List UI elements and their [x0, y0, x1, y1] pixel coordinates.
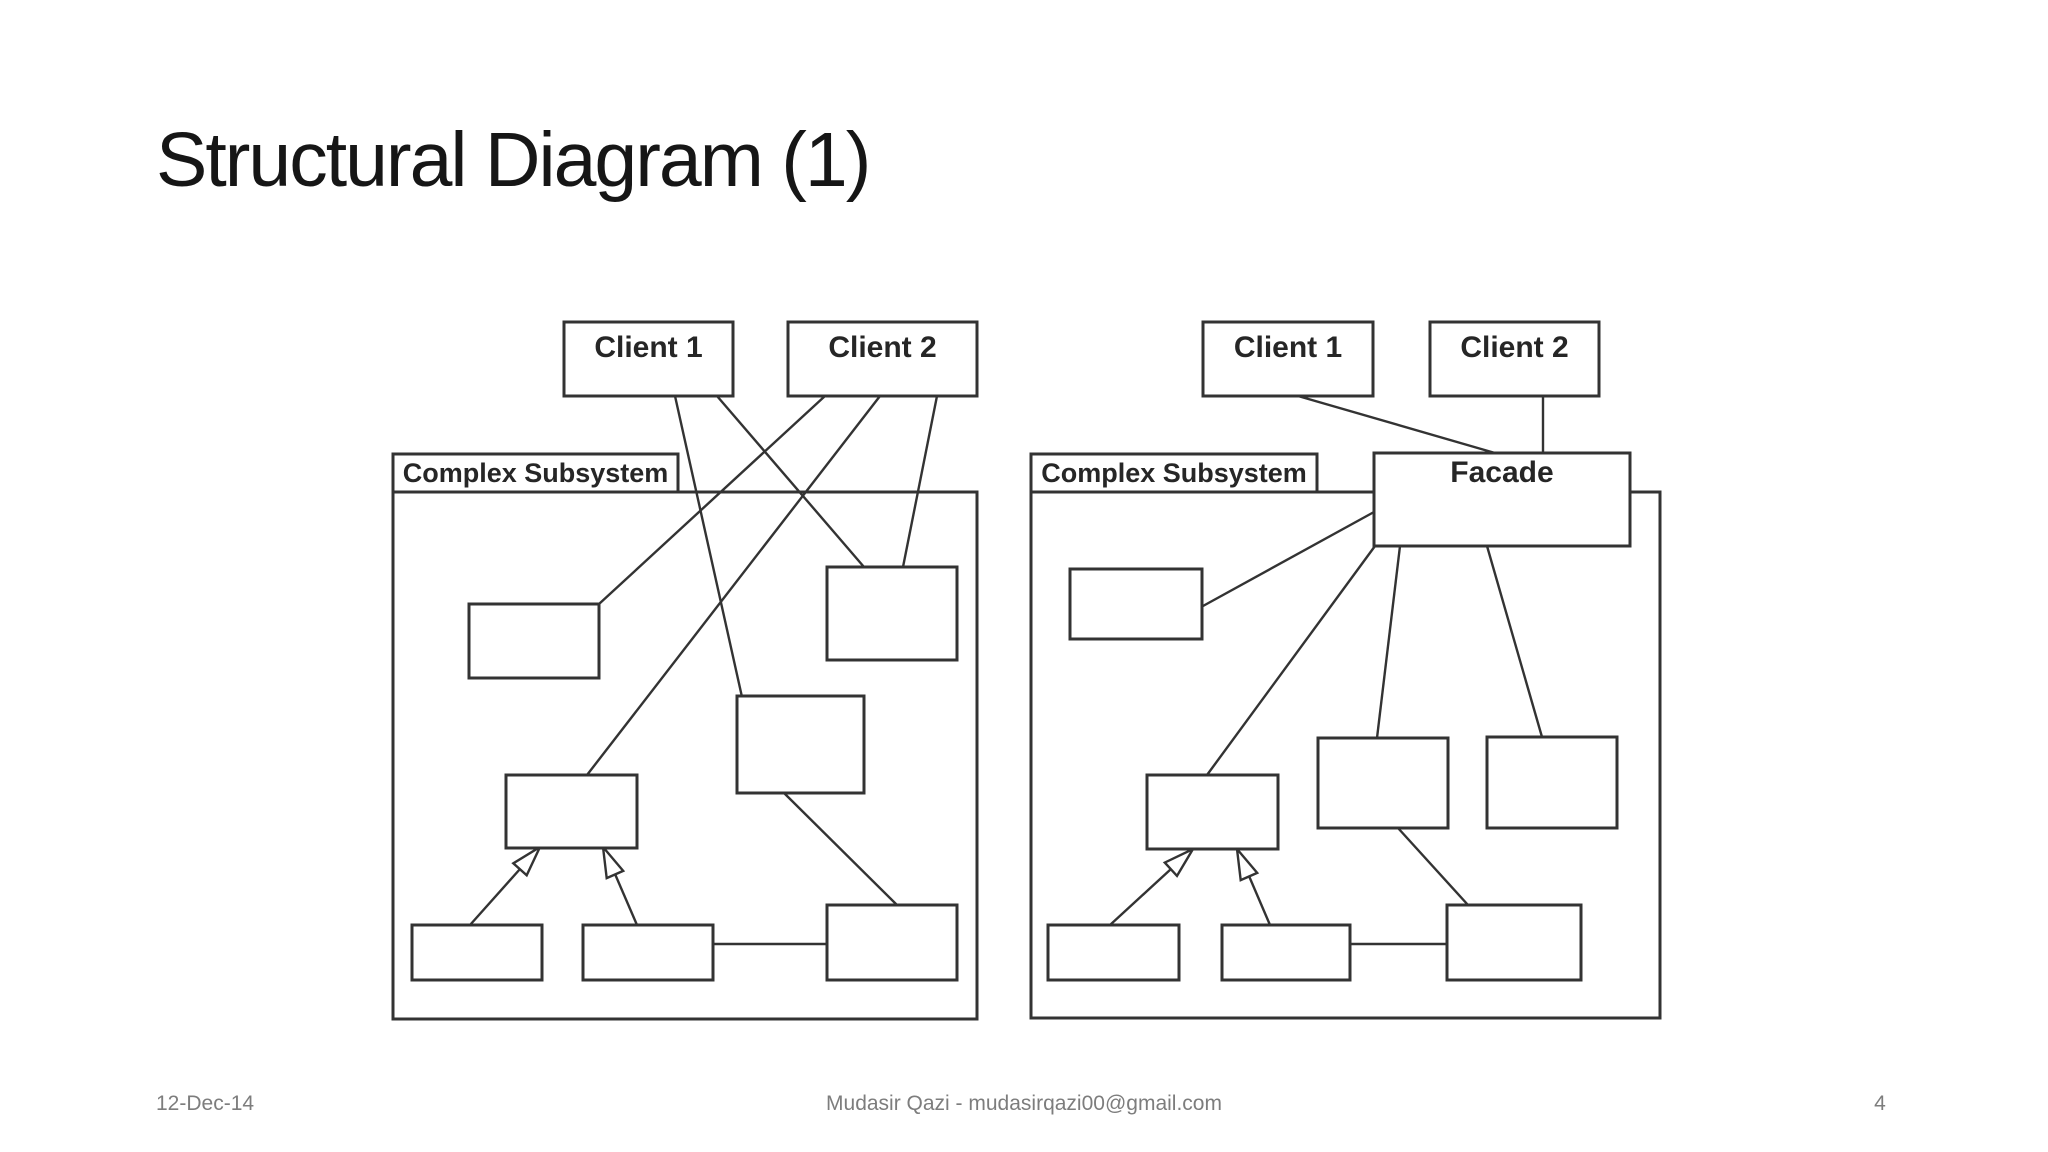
left-subsystem-label-box	[391, 452, 680, 494]
right-line-facade-to-class-d	[1206, 545, 1376, 776]
right-line-facade-to-class-a	[1202, 510, 1375, 608]
left-client1-label: Client 1	[594, 331, 703, 364]
right-inheritance-line-e-to-d	[1109, 868, 1172, 926]
left-line-client2-to-class-b	[901, 395, 939, 568]
left-line-client2-to-class-d	[586, 395, 881, 776]
right-subsystem-class-d-box	[1145, 773, 1280, 851]
left-inheritance-arrowhead-f	[601, 843, 626, 880]
left-subsystem-class-d-box	[504, 773, 639, 850]
right-diagram-with-facade	[1029, 320, 1662, 1020]
right-subsystem-class-f-box	[1220, 923, 1352, 982]
right-subsystem-label: Complex Subsystem	[1041, 458, 1307, 488]
right-subsystem-class-e-box	[1046, 923, 1181, 982]
right-facade-box	[1372, 451, 1632, 548]
right-line-class-b1-to-class-g	[1397, 827, 1469, 906]
right-subsystem-class-a-box	[1068, 567, 1204, 641]
left-subsystem-class-b-box	[825, 565, 959, 662]
right-client1-box	[1201, 320, 1375, 398]
left-client2-label: Client 2	[828, 331, 937, 364]
right-subsystem-label-box	[1029, 452, 1319, 494]
left-subsystem-class-a-box	[467, 602, 601, 680]
left-subsystem-class-f-box	[581, 923, 715, 982]
left-client1-box	[562, 320, 735, 398]
left-client2-box	[786, 320, 979, 398]
right-line-facade-to-class-b2	[1485, 545, 1544, 738]
right-inheritance-line-f-to-d	[1247, 875, 1272, 926]
facade-label: Facade	[1450, 456, 1554, 489]
left-subsystem-class-e-box	[410, 923, 544, 982]
left-subsystem-class-c-box	[735, 694, 866, 795]
left-diagram-without-facade	[391, 320, 979, 1021]
right-client2-label: Client 2	[1460, 331, 1569, 364]
right-subsystem-class-g-box	[1445, 903, 1583, 982]
right-client1-label: Client 1	[1233, 331, 1343, 364]
left-line-client1-to-class-b	[716, 395, 865, 568]
left-line-class-c-to-class-g	[782, 791, 899, 907]
left-inheritance-line-f-to-d	[613, 873, 639, 926]
right-inheritance-arrowhead-f	[1235, 845, 1260, 882]
right-subsystem-class-b1-box	[1316, 736, 1450, 830]
right-client2-box	[1428, 320, 1601, 398]
footer-date: 12-Dec-14	[156, 1092, 255, 1115]
left-inheritance-arrowhead-e	[511, 843, 543, 878]
footer-page-number: 4	[1874, 1092, 1886, 1115]
left-inheritance-line-e-to-d	[469, 868, 521, 926]
left-subsystem-label: Complex Subsystem	[402, 458, 669, 488]
right-inheritance-arrowhead-e	[1162, 846, 1197, 878]
right-line-client1-to-facade	[1297, 394, 1496, 455]
slide-title: Structural Diagram (1)	[156, 117, 871, 203]
footer-author: Mudasir Qazi - mudasirqazi00@gmail.com	[826, 1092, 1222, 1115]
left-subsystem-class-g-box	[825, 903, 959, 982]
right-subsystem-class-b2-box	[1485, 735, 1619, 830]
right-line-facade-to-class-b1	[1375, 545, 1402, 739]
left-line-client1-to-class-c	[673, 395, 744, 698]
left-line-client2-to-class-a	[598, 395, 826, 605]
